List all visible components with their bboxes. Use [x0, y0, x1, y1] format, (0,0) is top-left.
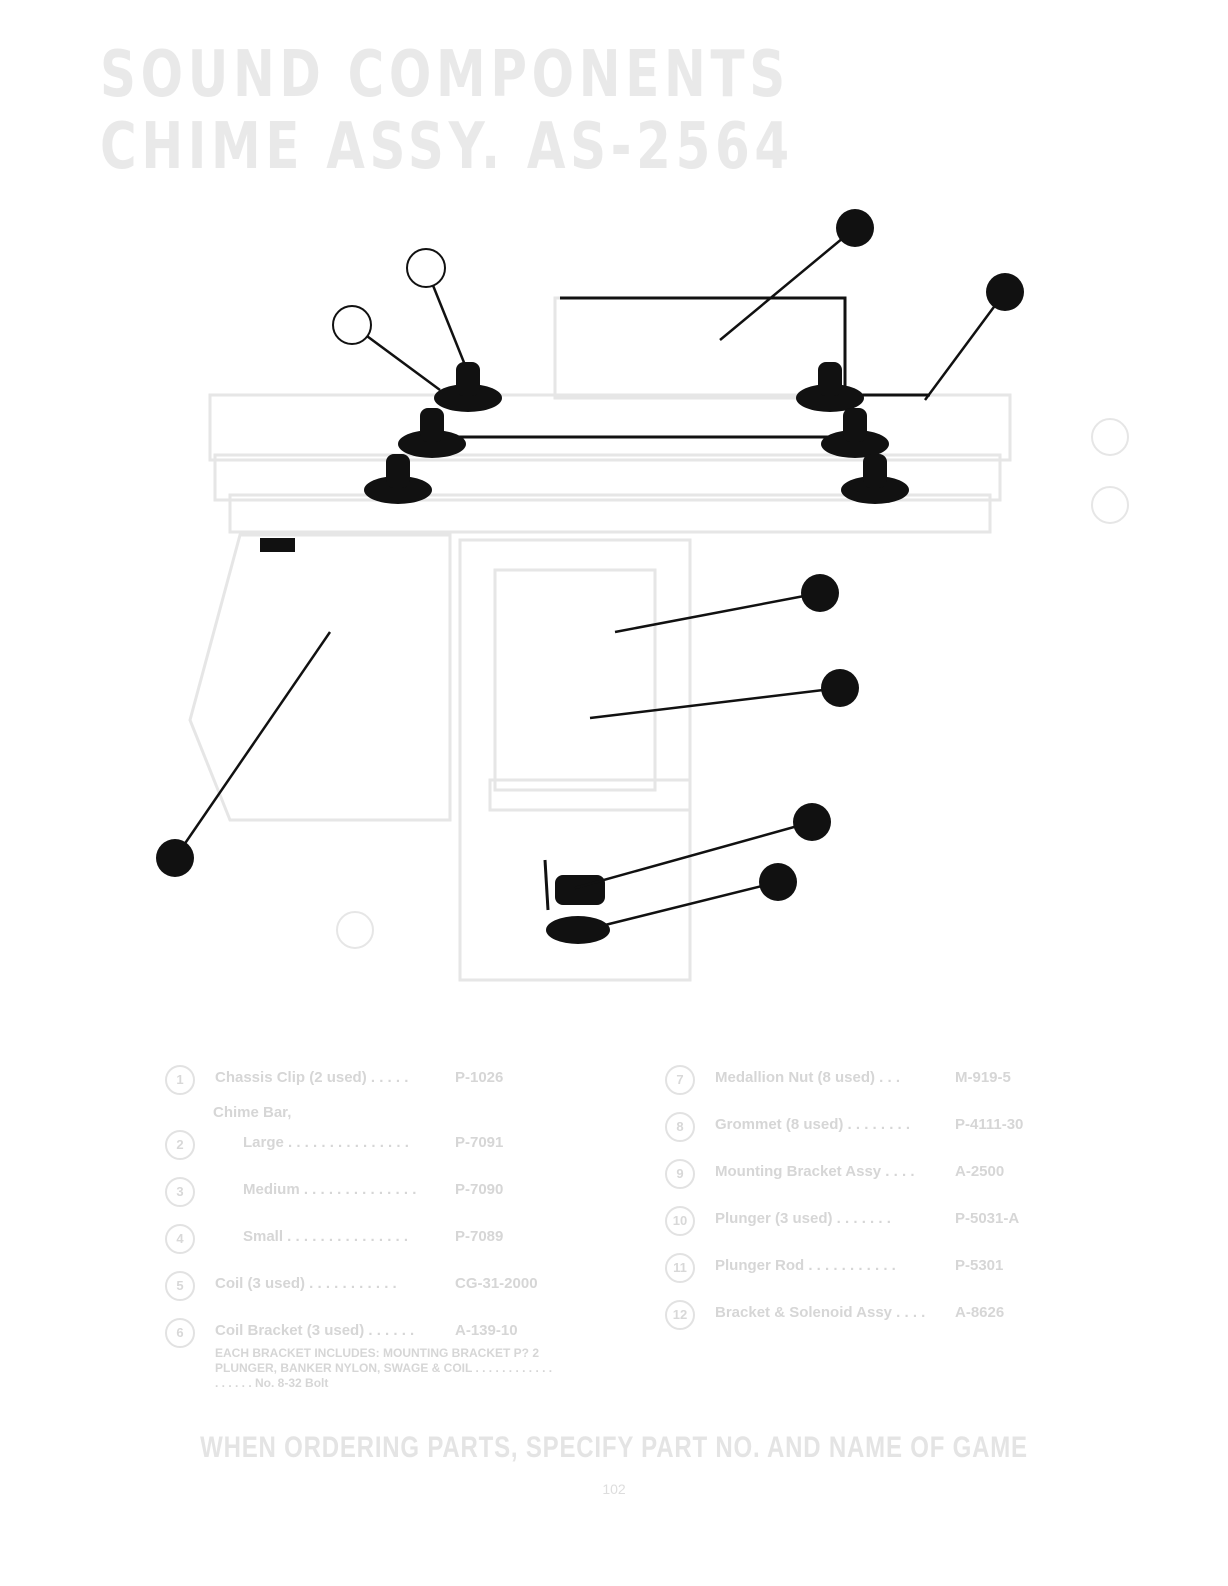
part-number: 5	[165, 1271, 195, 1301]
part-number: 3	[165, 1177, 195, 1207]
part-code: P-7091	[455, 1134, 504, 1151]
part-group-heading: Chime Bar,	[213, 1104, 292, 1121]
part-name: Medium . . . . . . . . . . . . . .	[243, 1181, 417, 1198]
ordering-note: WHEN ORDERING PARTS, SPECIFY PART NO. AN…	[200, 1431, 1028, 1464]
part-code: P-4111-30	[955, 1116, 1024, 1133]
part-row: 9 Mounting Bracket Assy . . . . A-2500	[665, 1159, 1055, 1189]
part-row: 7 Medallion Nut (8 used) . . . M-919-5	[665, 1065, 1055, 1095]
callouts-open	[332, 248, 446, 345]
part-name: Large . . . . . . . . . . . . . . .	[243, 1134, 409, 1151]
part-row: 8 Grommet (8 used) . . . . . . . . P-4111-…	[665, 1112, 1055, 1142]
page-title-line1: SOUND COMPONENTS	[100, 38, 790, 112]
part-name: Coil (3 used) . . . . . . . . . . .	[215, 1275, 397, 1292]
part-name: Mounting Bracket Assy . . . .	[715, 1163, 915, 1180]
part-name: Small . . . . . . . . . . . . . . .	[243, 1228, 409, 1245]
part-number: 10	[665, 1206, 695, 1236]
part-name: Plunger (3 used) . . . . . . .	[715, 1210, 891, 1227]
part-code: P-7089	[455, 1228, 504, 1245]
part-row: 4 Small . . . . . . . . . . . . . . . P-70…	[165, 1224, 555, 1254]
parts-list-left: 1 Chassis Clip (2 used) . . . . . P-1026 C…	[165, 1065, 555, 1408]
part-row: 12 Bracket & Solenoid Assy . . . . A-8626	[665, 1300, 1055, 1330]
part-name: Plunger Rod . . . . . . . . . . .	[715, 1257, 896, 1274]
part-name: Coil Bracket (3 used) . . . . . .	[215, 1322, 415, 1339]
part-code: M-919-5	[955, 1069, 1011, 1086]
part-number: 12	[665, 1300, 695, 1330]
page-number: 102	[602, 1481, 626, 1497]
part-row: 2 Large . . . . . . . . . . . . . . . P-70…	[165, 1130, 555, 1160]
part-code: A-2500	[955, 1163, 1005, 1180]
coil-bracket-note: EACH BRACKET INCLUDES: MOUNTING BRACKET …	[215, 1346, 553, 1390]
part-row: 6 Coil Bracket (3 used) . . . . . . A-139-…	[165, 1318, 555, 1391]
part-number: 11	[665, 1253, 695, 1283]
part-code: P-1026	[455, 1069, 504, 1086]
part-name: Bracket & Solenoid Assy . . . .	[715, 1304, 926, 1321]
grommets	[260, 362, 909, 944]
part-row: 5 Coil (3 used) . . . . . . . . . . . CG-3…	[165, 1271, 555, 1301]
part-number: 4	[165, 1224, 195, 1254]
part-number: 1	[165, 1065, 195, 1095]
part-number: 8	[665, 1112, 695, 1142]
part-row: 3 Medium . . . . . . . . . . . . . . P-709…	[165, 1177, 555, 1207]
part-number: 6	[165, 1318, 195, 1348]
part-number: 9	[665, 1159, 695, 1189]
part-code: P-7090	[455, 1181, 504, 1198]
part-code: CG-31-2000	[455, 1275, 538, 1292]
part-code: A-139-10	[455, 1322, 518, 1339]
part-code: P-5031-A	[955, 1210, 1020, 1227]
part-row: 11 Plunger Rod . . . . . . . . . . . P-530…	[665, 1253, 1055, 1283]
callouts-filled	[156, 209, 1024, 901]
part-code: P-5301	[955, 1257, 1004, 1274]
part-row: 1 Chassis Clip (2 used) . . . . . P-1026	[165, 1065, 555, 1095]
part-code: A-8626	[955, 1304, 1005, 1321]
part-name: Chassis Clip (2 used) . . . . .	[215, 1069, 409, 1086]
part-name: Grommet (8 used) . . . . . . . .	[715, 1116, 911, 1133]
page-title-line2: CHIME ASSY. AS-2564	[100, 110, 794, 184]
parts-list-right: 7 Medallion Nut (8 used) . . . M-919-5 8 Gr…	[665, 1065, 1055, 1347]
part-number: 2	[165, 1130, 195, 1160]
part-name: Medallion Nut (8 used) . . .	[715, 1069, 901, 1086]
part-row: 10 Plunger (3 used) . . . . . . . P-5031-A	[665, 1206, 1055, 1236]
chime-assembly-diagram	[156, 209, 1129, 982]
part-number: 7	[665, 1065, 695, 1095]
